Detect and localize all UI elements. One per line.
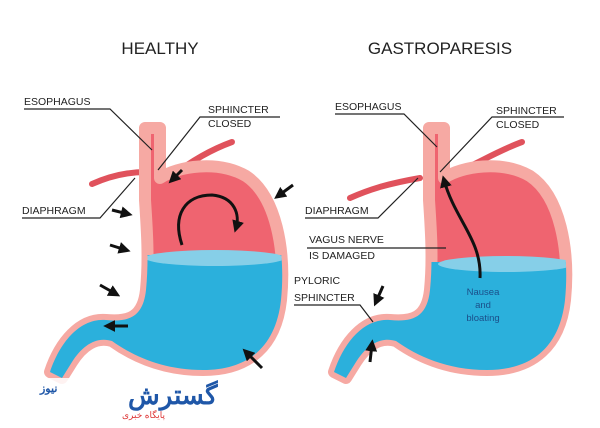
- label-pyloric-1: PYLORIC: [294, 275, 341, 287]
- label-sphincter-2: CLOSED: [496, 119, 540, 131]
- pyloric-arrow-top: [373, 285, 385, 307]
- diaphragm-left: [347, 175, 423, 201]
- label-diaphragm: DIAPHRAGM: [22, 205, 86, 217]
- label-esophagus: ESOPHAGUS: [24, 96, 91, 108]
- note-line-3: bloating: [466, 313, 499, 324]
- label-diaphragm: DIAPHRAGM: [305, 205, 369, 217]
- note-line-1: Nausea: [467, 287, 500, 298]
- label-sphincter-2: CLOSED: [208, 118, 252, 130]
- svg-text:نیوز: نیوز: [39, 383, 57, 395]
- healthy-stomach: [40, 128, 300, 385]
- label-vagus-2: IS DAMAGED: [309, 250, 375, 262]
- label-esophagus: ESOPHAGUS: [335, 101, 402, 113]
- svg-text:پایگاه خبری: پایگاه خبری: [122, 409, 165, 421]
- svg-text:گسترش: گسترش: [128, 380, 218, 411]
- vagus-nerve-arrow: [440, 175, 482, 279]
- gastroparesis-panel: GASTROPARESIS Nausea and bloating ESOPHA…: [294, 39, 584, 392]
- gastroparesis-title: GASTROPARESIS: [368, 39, 512, 58]
- label-sphincter-1: SPHINCTER: [496, 105, 557, 117]
- diaphragm-left: [89, 169, 149, 187]
- healthy-title: HEALTHY: [121, 39, 198, 58]
- label-vagus-1: VAGUS NERVE: [309, 234, 384, 246]
- watermark-logo: گسترش نیوز پایگاه خبری: [4, 378, 218, 424]
- healthy-panel: HEALTHY ESOPHAGUS SPHINCTER CLOSED DIAPH…: [22, 39, 300, 385]
- contraction-arrows: [99, 168, 294, 370]
- pyloric-arrow-bottom: [365, 339, 378, 363]
- label-pyloric-2: SPHINCTER: [294, 292, 355, 304]
- circulation-arrow: [177, 193, 244, 246]
- label-sphincter-1: SPHINCTER: [208, 104, 269, 116]
- note-line-2: and: [475, 300, 491, 311]
